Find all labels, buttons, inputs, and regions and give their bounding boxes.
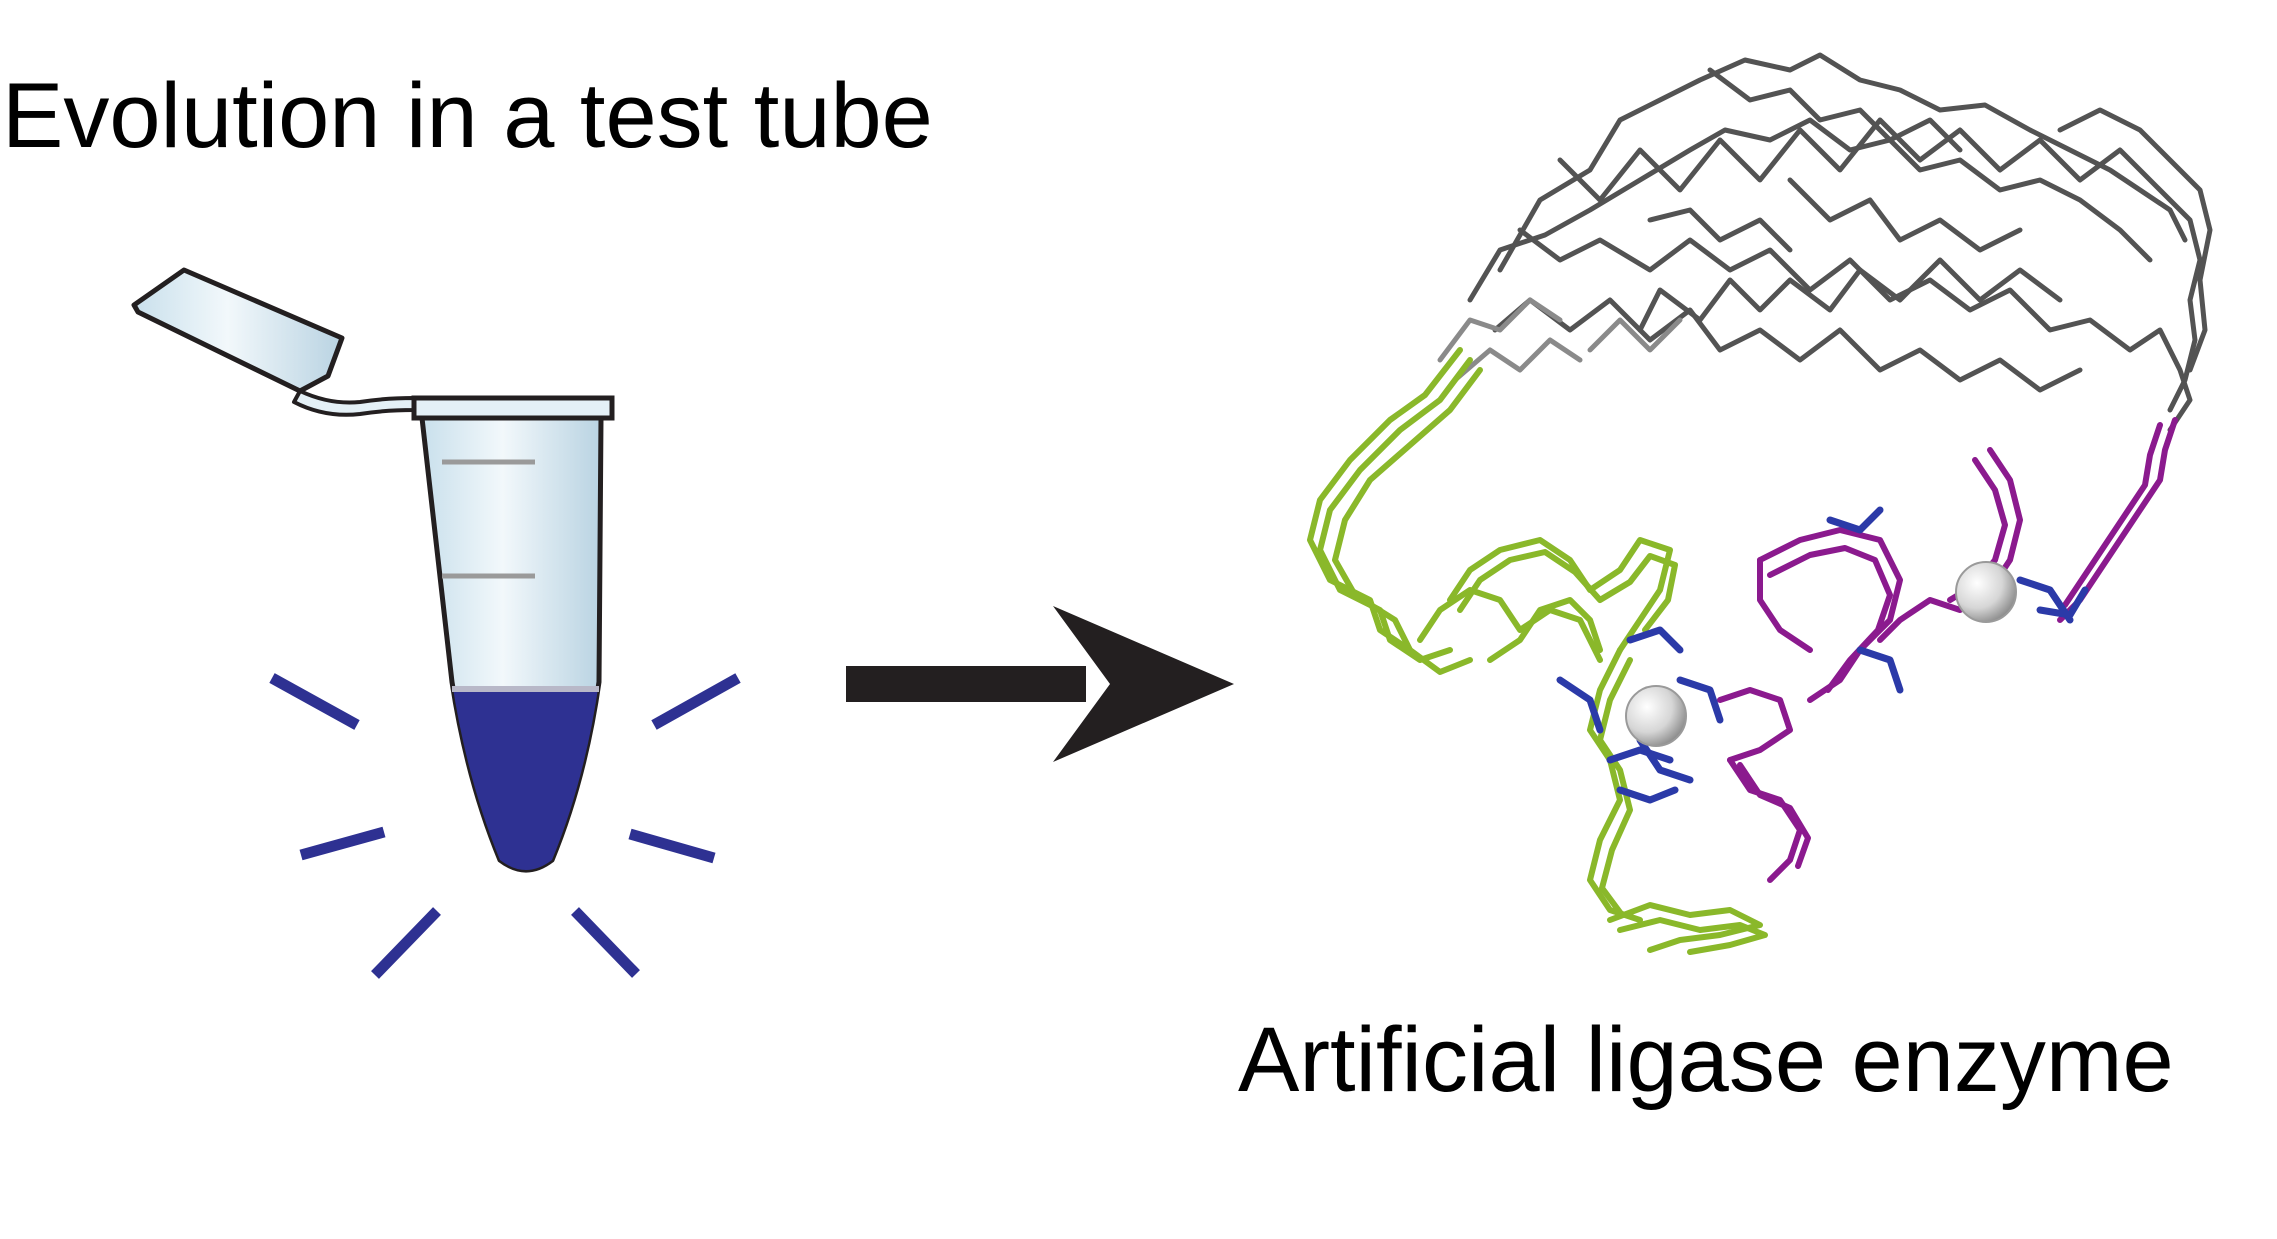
tube-hinge [292,389,416,417]
metal-ion-sphere [1625,685,1687,747]
glow-ray [571,907,640,978]
glow-ray [299,826,386,861]
structure-magenta-strand [1717,417,2178,883]
right-title: Artificial ligase enzyme [1238,1009,2174,1111]
left-title: Evolution in a test tube [2,65,933,167]
glow-ray [651,673,741,730]
glow-ray [269,673,360,730]
structure-gray-backbone [1467,52,2213,433]
microcentrifuge-tube-icon [131,267,615,873]
rna-ligase-structure-image [1307,52,2213,955]
tube-lid [131,267,345,394]
glow-ray [371,907,441,979]
tube-liquid [422,688,601,870]
structure-green-strand [1307,347,1768,955]
metal-ion-sphere [1955,561,2017,623]
glow-ray [628,828,716,864]
right-arrow-icon [846,606,1234,762]
glow-rays [269,673,741,979]
structure-blue-bases [1556,506,2089,804]
tube-rim [411,395,615,421]
structure-light-gray-backbone [1437,297,1683,383]
tube-lid-edge [137,310,301,393]
